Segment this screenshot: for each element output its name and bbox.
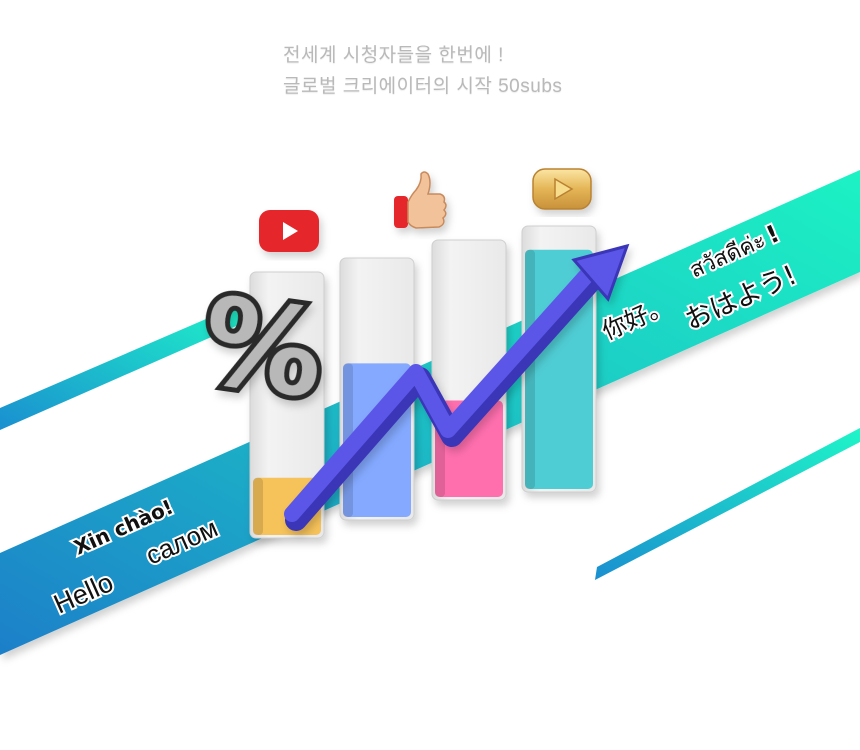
trend-arrow — [284, 243, 630, 531]
headline-line-2: 글로벌 크리에이터의 시작 50subs — [283, 76, 563, 97]
gold-play-icon — [532, 168, 592, 210]
upper-thin-stripe — [0, 300, 250, 430]
youtube-icon — [259, 210, 319, 252]
bar-fill-shade-1 — [253, 477, 263, 535]
percent-symbol: % — [194, 272, 332, 426]
headline-line-1: 전세계 시청자들을 한번에 ! — [283, 45, 504, 66]
thumbs-up-icon — [394, 171, 447, 229]
lower-thin-stripe — [595, 428, 860, 580]
bar-track-1 — [249, 271, 325, 539]
percent-icon: % — [189, 267, 337, 431]
trend-arrow-head — [571, 243, 630, 302]
bar-fill-shade-4 — [525, 249, 535, 489]
headline: 전세계 시청자들을 한번에 ! 글로벌 크리에이터의 시작 50subs — [283, 40, 562, 102]
